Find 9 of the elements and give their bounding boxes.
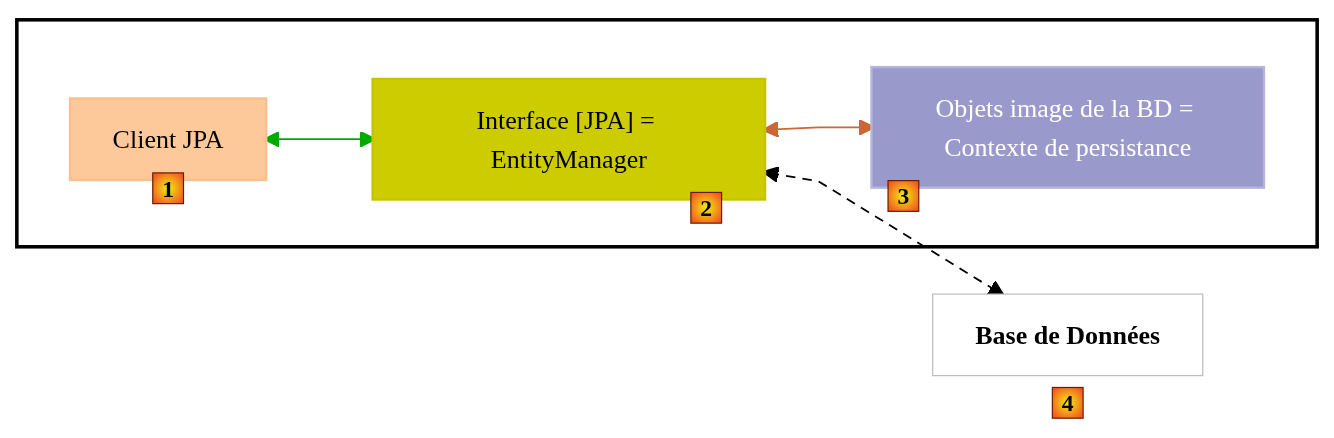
node-box: Objets image de la BD = Contexte de persistance	[870, 65, 1266, 189]
callout-number: 1	[152, 172, 185, 205]
node-box: Base de Données	[932, 293, 1204, 377]
cluster	[15, 18, 1319, 249]
node-box: Client JPA	[68, 97, 268, 182]
callout-number: 4	[1051, 386, 1084, 419]
node-box: Interface [JPA] = EntityManager	[371, 77, 767, 201]
callout-number: 3	[887, 180, 920, 212]
callout-number: 2	[690, 191, 723, 224]
